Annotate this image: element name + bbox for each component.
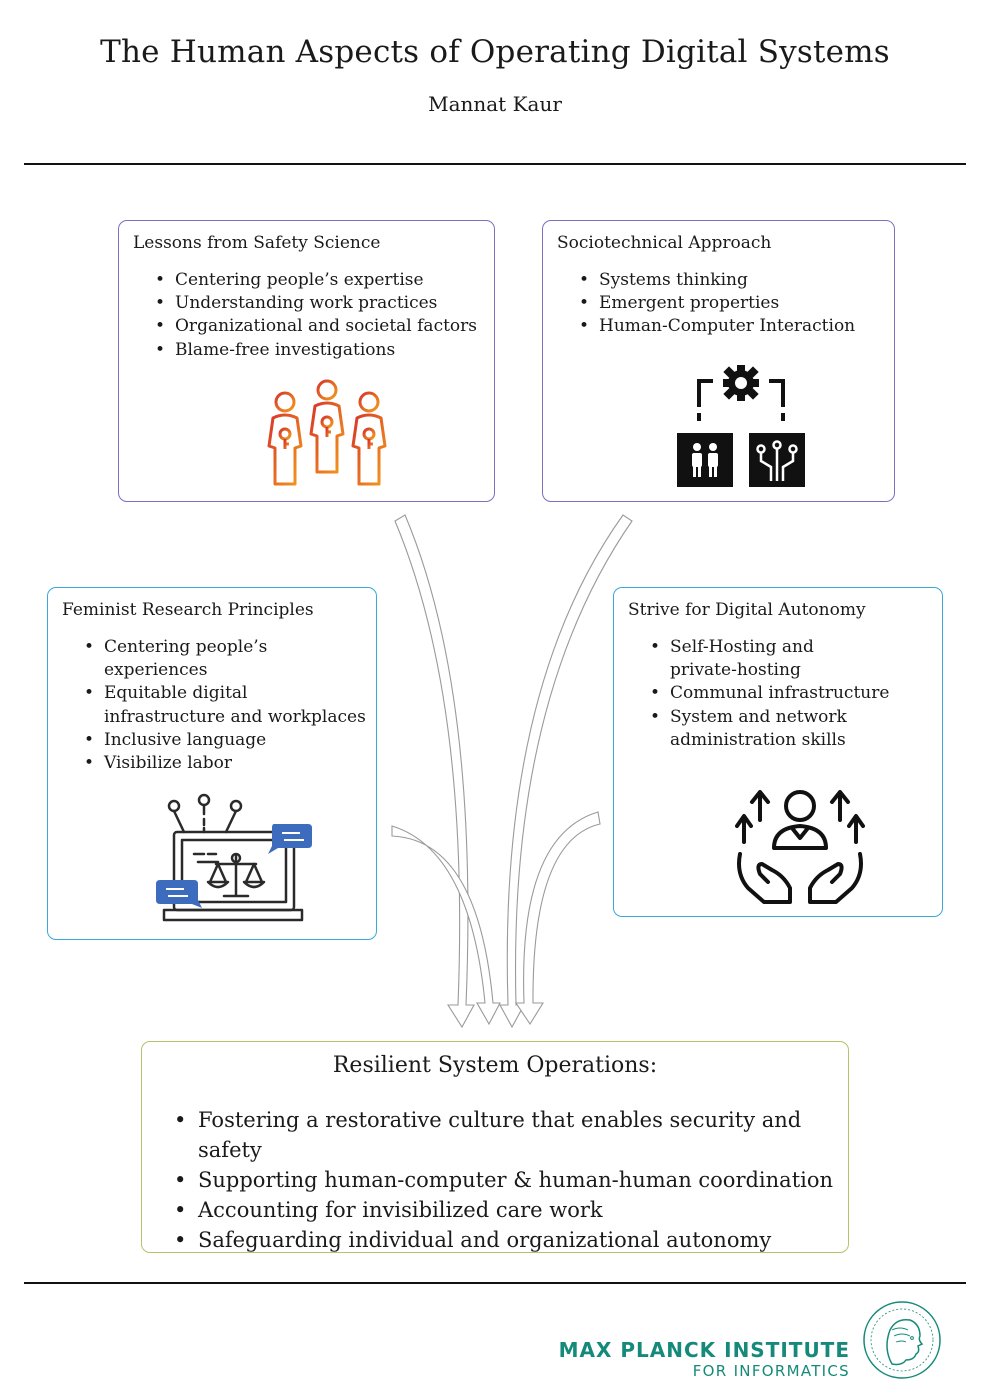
list-item-continuation: infrastructure and workplaces: [104, 706, 366, 727]
list-item: Human-Computer Interaction: [579, 315, 855, 338]
list-item: Inclusive language: [84, 729, 366, 752]
list-item: Organizational and societal factors: [155, 315, 477, 338]
arrow-autonomy-to-result: [514, 811, 601, 1026]
list-item: Understanding work practices: [155, 292, 477, 315]
list-item: Systems thinking: [579, 269, 855, 292]
list-item: Centering people’s expertise: [155, 269, 477, 292]
box-safety-science: Lessons from Safety Science Centering pe…: [118, 220, 495, 502]
box-resilient-operations: Resilient System Operations: Fostering a…: [141, 1041, 849, 1255]
box-list: Centering people’s experiences Equitable…: [48, 636, 366, 775]
list-item-continuation: experiences: [104, 660, 208, 681]
list-item: Visibilize labor: [84, 752, 366, 775]
minerva-seal-icon: [863, 1301, 941, 1379]
box-title: Feminist Research Principles: [62, 600, 314, 620]
list-item: Fostering a restorative culture that ena…: [174, 1105, 848, 1165]
list-item: Emergent properties: [579, 292, 855, 315]
bottom-divider: [24, 1282, 966, 1284]
list-item: Supporting human-computer & human-human …: [174, 1165, 848, 1195]
list-item: Communal infrastructure: [650, 682, 889, 705]
list-item: Equitable digital: [84, 682, 366, 705]
list-item: System and network: [650, 706, 889, 729]
arrow-safety-to-result: [394, 514, 475, 1029]
box-title: Lessons from Safety Science: [133, 233, 381, 253]
list-item: Accounting for invisibilized care work: [174, 1195, 848, 1225]
arrow-feminist-to-result: [391, 825, 501, 1026]
box-list: Centering people’s expertise Understandi…: [119, 269, 477, 362]
poster-title: The Human Aspects of Operating Digital S…: [100, 34, 890, 70]
top-divider: [24, 163, 966, 165]
result-title: Resilient System Operations:: [332, 1053, 658, 1078]
box-title: Sociotechnical Approach: [557, 233, 772, 253]
box-digital-autonomy: Strive for Digital Autonomy Self-Hosting…: [613, 587, 943, 917]
list-item-continuation: private-hosting: [670, 660, 801, 681]
box-sociotechnical: Sociotechnical Approach Systems thinking…: [542, 220, 895, 502]
hands-person-arrows-icon: [735, 790, 865, 904]
institute-subtitle: FOR INFORMATICS: [692, 1362, 850, 1380]
box-title: Strive for Digital Autonomy: [628, 600, 866, 620]
result-list: Fostering a restorative culture that ena…: [142, 1105, 848, 1255]
list-item: Self-Hosting and: [650, 636, 889, 659]
list-item: Centering people’s: [84, 636, 366, 659]
institute-logo-text: MAX PLANCK INSTITUTE FOR INFORMATICS: [559, 1338, 850, 1380]
box-list: Systems thinking Emergent properties Hum…: [543, 269, 855, 339]
box-feminist-research: Feminist Research Principles Centering p…: [47, 587, 377, 940]
box-list: Self-Hosting and private-hosting Communa…: [614, 636, 889, 752]
list-item: Blame-free investigations: [155, 339, 477, 362]
author-name: Mannat Kaur: [428, 92, 562, 116]
gear-people-circuit-icon: [677, 365, 805, 487]
arrow-sociotech-to-result: [499, 514, 633, 1029]
people-group-icon: [267, 379, 387, 486]
laptop-scales-chat-icon: [156, 793, 312, 922]
list-item-continuation: administration skills: [670, 729, 846, 750]
list-item: Safeguarding individual and organization…: [174, 1225, 848, 1255]
institute-name: MAX PLANCK INSTITUTE: [558, 1338, 850, 1362]
